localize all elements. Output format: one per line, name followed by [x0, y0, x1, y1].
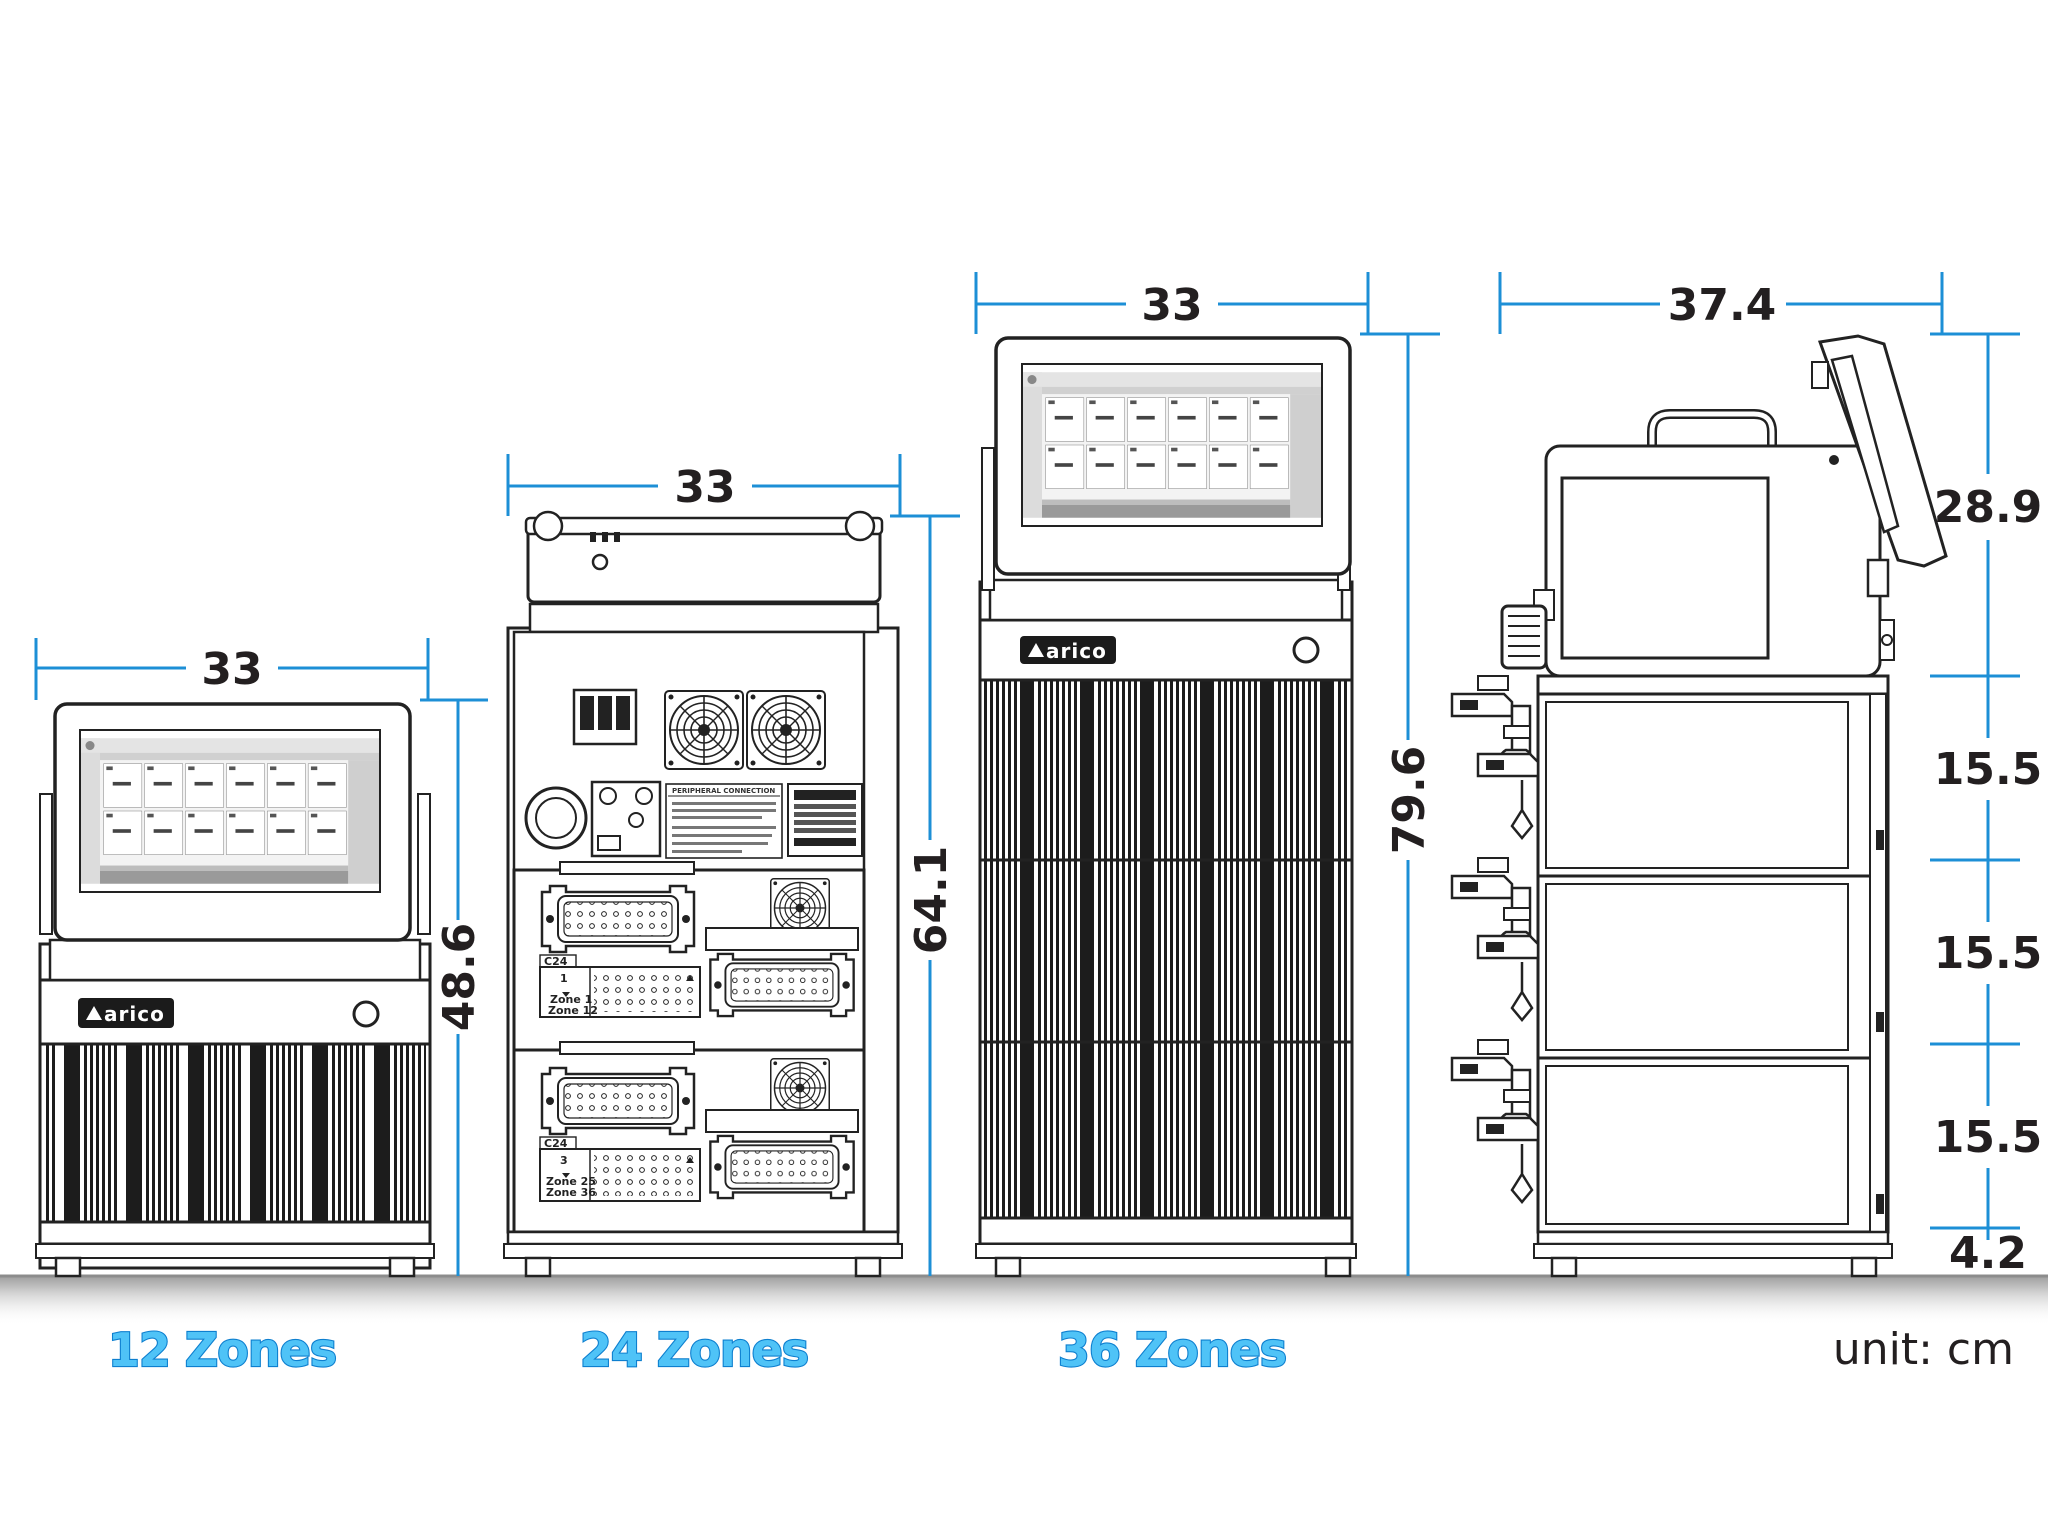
heatsink-fins: [984, 680, 1348, 1218]
unit-24-zones: PERIPHERAL CONNECTION C24: [503, 510, 903, 1278]
latch-connector[interactable]: [1450, 1038, 1538, 1204]
thermocouple-connector[interactable]: [709, 952, 855, 1018]
latch-connector[interactable]: [1450, 856, 1538, 1022]
width-label-24-zones: 33: [674, 462, 735, 513]
segment-label-module-3: 15.5: [1934, 1112, 2043, 1163]
unit-12-zones: arico: [35, 702, 435, 1278]
side-view: [1450, 334, 1948, 1278]
heatsink-fins: [44, 1044, 426, 1222]
fan-icon: [770, 1058, 830, 1118]
heater-connector[interactable]: [540, 1066, 696, 1136]
thermocouple-connector[interactable]: [709, 1134, 855, 1200]
svg-text:1: 1: [560, 972, 568, 985]
segment-label-module-2: 15.5: [1934, 928, 2043, 979]
heater-connector[interactable]: [540, 884, 696, 954]
zone-label-module-1: C24 1 Zone 1 Zone 12: [539, 954, 701, 1018]
svg-text:3: 3: [560, 1154, 568, 1167]
svg-text:C24: C24: [544, 955, 568, 968]
segment-label-top: 28.9: [1934, 482, 2043, 533]
svg-text:PERIPHERAL CONNECTION: PERIPHERAL CONNECTION: [672, 787, 775, 795]
power-button[interactable]: [352, 1000, 380, 1028]
fan-icon: [664, 690, 744, 770]
svg-text:arico: arico: [1046, 639, 1107, 663]
peripheral-connection-label: PERIPHERAL CONNECTION: [665, 783, 783, 859]
zones-label-24: 24 Zones: [580, 1323, 808, 1377]
power-button[interactable]: [1292, 636, 1320, 664]
svg-text:arico: arico: [104, 1002, 165, 1026]
screen-side-profile[interactable]: [1811, 334, 1948, 598]
svg-text:Zone 36: Zone 36: [546, 1186, 596, 1199]
svg-text:Zone 25: Zone 25: [546, 1175, 596, 1188]
circuit-breaker[interactable]: [572, 688, 638, 746]
height-label-12-zones: 48.6: [434, 923, 485, 1032]
svg-text:Zone 1: Zone 1: [550, 993, 592, 1006]
width-label-36-zones: 33: [1141, 280, 1202, 331]
svg-text:Zone 12: Zone 12: [548, 1004, 598, 1017]
io-ports[interactable]: [590, 780, 662, 858]
height-label-36-zones: 79.6: [1384, 746, 1435, 855]
height-label-24-zones: 64.1: [906, 846, 957, 955]
unit-36-zones: arico: [975, 336, 1357, 1278]
carry-handle[interactable]: [524, 510, 884, 604]
width-label-12-zones: 33: [201, 644, 262, 695]
touch-screen[interactable]: [994, 336, 1352, 576]
svg-text:C24: C24: [544, 1137, 568, 1150]
ground-plane: [0, 1276, 2048, 1326]
spec-plate: [787, 783, 863, 857]
segment-label-base: 4.2: [1949, 1228, 2027, 1279]
carry-handle[interactable]: [1647, 409, 1777, 452]
brand-logo: arico: [78, 998, 174, 1028]
touch-screen[interactable]: [53, 702, 412, 942]
zone-label-module-3: C24 3 Zone 25 Zone 36: [539, 1136, 701, 1202]
zones-label-36: 36 Zones: [1058, 1323, 1286, 1377]
depth-label-side-view: 37.4: [1668, 280, 1777, 331]
unit-label: unit: cm: [1833, 1324, 2014, 1375]
cable-gland: [524, 786, 588, 850]
zones-label-12: 12 Zones: [108, 1323, 336, 1377]
fan-icon: [746, 690, 826, 770]
cable-gland: [1500, 604, 1548, 670]
latch-connector[interactable]: [1450, 674, 1538, 840]
brand-logo: arico: [1020, 636, 1116, 664]
segment-label-module-1: 15.5: [1934, 744, 2043, 795]
